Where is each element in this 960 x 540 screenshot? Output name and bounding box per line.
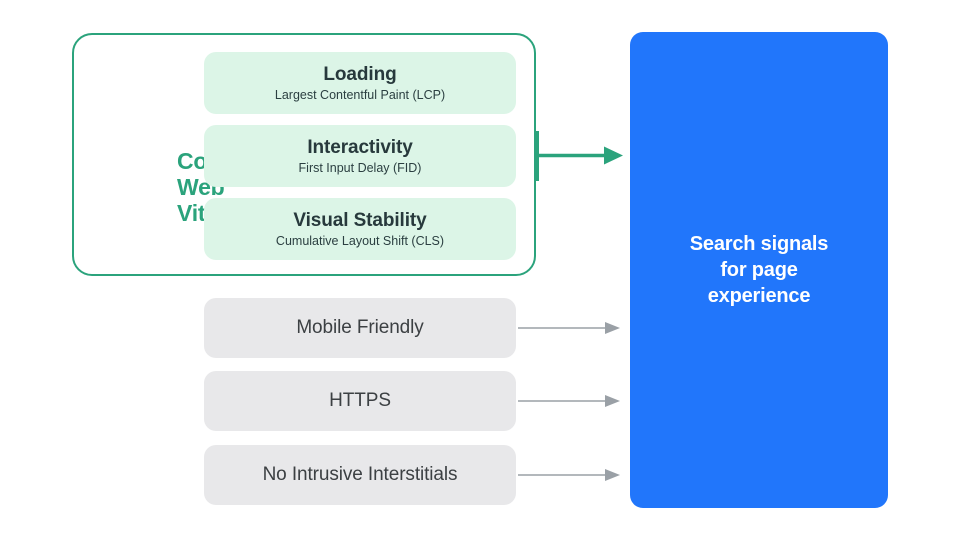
- signal-card-no-intrusive-interstitials[interactable]: No Intrusive Interstitials: [204, 445, 516, 505]
- search-signals-label: Search signals for page experience: [689, 233, 829, 307]
- signal-label: No Intrusive Interstitials: [262, 464, 458, 485]
- metric-title: Loading: [323, 63, 397, 85]
- arrowhead-green-icon: [604, 146, 623, 165]
- no-intrusive-interstitials-arrow: [518, 469, 620, 481]
- core-web-vitals-arrow: [536, 131, 623, 181]
- signal-card-https[interactable]: HTTPS: [204, 371, 516, 431]
- metric-subtitle: Cumulative Layout Shift (CLS): [275, 233, 445, 248]
- search-signals-box: Search signals for page experience: [630, 32, 888, 508]
- metric-card-interactivity[interactable]: Interactivity First Input Delay (FID): [204, 125, 516, 187]
- https-arrow: [518, 395, 620, 407]
- mobile-friendly-arrow: [518, 322, 620, 334]
- metric-subtitle: Largest Contentful Paint (LCP): [274, 87, 446, 102]
- signal-label: Mobile Friendly: [296, 317, 424, 338]
- arrowhead-gray-icon: [605, 469, 620, 481]
- metric-card-loading[interactable]: Loading Largest Contentful Paint (LCP): [204, 52, 516, 114]
- metric-card-visual-stability[interactable]: Visual Stability Cumulative Layout Shift…: [204, 198, 516, 260]
- metric-title: Interactivity: [307, 136, 413, 158]
- arrowhead-gray-icon: [605, 395, 620, 407]
- metric-title: Visual Stability: [293, 209, 427, 231]
- arrowhead-gray-icon: [605, 322, 620, 334]
- signal-label: HTTPS: [329, 390, 391, 411]
- signal-card-mobile-friendly[interactable]: Mobile Friendly: [204, 298, 516, 358]
- metric-subtitle: First Input Delay (FID): [298, 160, 422, 175]
